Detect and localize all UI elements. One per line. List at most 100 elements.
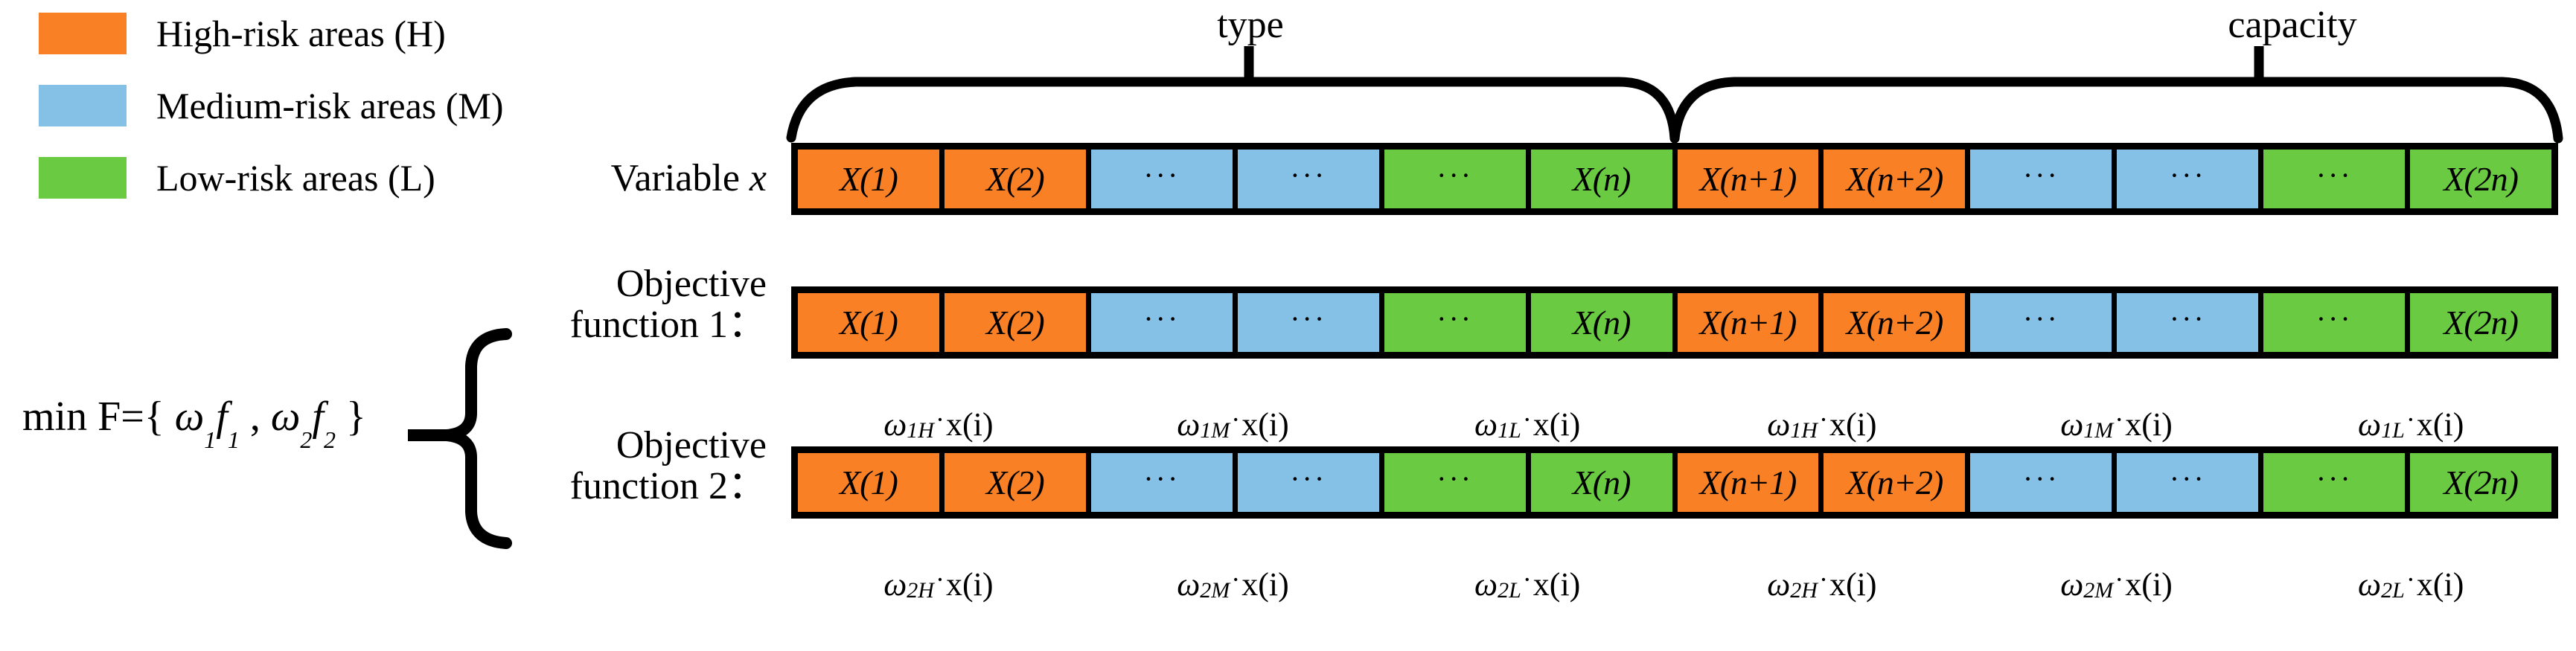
weight-operand: x(i) <box>2416 565 2464 603</box>
grid-cell: X(2n) <box>2410 150 2552 208</box>
weight-operand: x(i) <box>1829 565 1877 603</box>
legend-label-medium-risk: Medium-risk areas (M) <box>156 85 504 126</box>
multiply-dot-icon: · <box>2406 405 2415 434</box>
bracket-label-type: type <box>1217 4 1284 46</box>
grid-cell: ··· <box>1970 453 2118 512</box>
weight-omega: ω <box>2358 405 2382 443</box>
weight-omega: ω <box>1177 565 1201 603</box>
weight-subscript: 1L <box>2381 418 2405 443</box>
weight-omega: ω <box>2358 565 2382 603</box>
grid-cell: X(n) <box>1530 293 1678 352</box>
legend-swatch-high-risk <box>39 13 127 54</box>
weight-omega: ω <box>883 405 907 443</box>
omega-2: ω <box>270 394 301 440</box>
grid-cell: X(n+2) <box>1824 453 1971 512</box>
weight-omega: ω <box>1474 565 1498 603</box>
legend-label-low-risk: Low-risk areas (L) <box>156 157 435 199</box>
grid-cell: ··· <box>2117 150 2264 208</box>
grid-cell: X(2) <box>944 293 1091 352</box>
grid-cell: ··· <box>2117 453 2264 512</box>
f-1: f <box>216 394 228 440</box>
grid-row-variable: X(1)X(2)·········X(n)X(n+1)X(n+2)·······… <box>791 143 2558 215</box>
row-label-objective-2-line2: function 2： <box>569 464 767 507</box>
row-label-variable-text: Variable <box>610 157 750 199</box>
grid-cell: ··· <box>1384 150 1531 208</box>
weight-omega: ω <box>1177 405 1201 443</box>
row-label-variable: Variable x <box>417 158 767 199</box>
grid-cell: X(n+2) <box>1824 150 1971 208</box>
weight-subscript: 2L <box>2381 578 2405 603</box>
weight-operand: x(i) <box>2125 405 2173 443</box>
grid-cell: X(1) <box>798 453 945 512</box>
row-label-objective-1-line2: function 1： <box>569 303 767 346</box>
multiply-dot-icon: · <box>2115 405 2124 434</box>
f-2-subscript: 2 <box>323 426 336 454</box>
omega-1: ω <box>174 394 205 440</box>
legend: High-risk areas (H) Medium-risk areas (M… <box>39 6 504 222</box>
grid-cell: X(n+2) <box>1824 293 1971 352</box>
grid-cell: ··· <box>2263 150 2411 208</box>
weight-subscript: 1M <box>2083 418 2114 443</box>
weight-subscript: 1M <box>1200 418 1230 443</box>
weight-subscript: 2H <box>1790 578 1818 603</box>
weight-subscript: 2H <box>907 578 934 603</box>
grid-cell: X(n+1) <box>1677 453 1824 512</box>
grid-cell: ··· <box>1237 150 1384 208</box>
multiply-dot-icon: · <box>2115 565 2124 594</box>
multiply-dot-icon: · <box>1818 565 1828 594</box>
grid-cell: X(n) <box>1530 150 1678 208</box>
objective-expression-prefix: min F={ <box>22 394 175 440</box>
row-label-objective-2: Objective function 2： <box>417 424 767 507</box>
expression-separator: , <box>239 394 271 440</box>
omega-2-subscript: 2 <box>300 426 313 454</box>
weight-subscript: 1H <box>907 418 934 443</box>
weight-operand: x(i) <box>1533 405 1581 443</box>
omega-1-subscript: 1 <box>204 426 217 454</box>
grid-cell: X(2n) <box>2410 293 2552 352</box>
grid-cell: ··· <box>1090 293 1238 352</box>
grid-cell: ··· <box>1384 453 1531 512</box>
row-label-objective-1-line1: Objective <box>616 263 767 305</box>
weight-subscript: 2M <box>1200 578 1230 603</box>
legend-swatch-low-risk <box>39 157 127 199</box>
weight-operand: x(i) <box>945 405 994 443</box>
weight-omega: ω <box>1474 405 1498 443</box>
multiply-dot-icon: · <box>1231 565 1241 594</box>
legend-swatch-medium-risk <box>39 85 127 126</box>
grid-cell: X(1) <box>798 293 945 352</box>
weight-operand: x(i) <box>1241 565 1289 603</box>
grid-cell: X(n+1) <box>1677 293 1824 352</box>
weight-operand: x(i) <box>2416 405 2464 443</box>
grid-cell: ··· <box>1090 453 1238 512</box>
objective-expression-suffix: } <box>335 394 366 440</box>
row-label-objective-2-line1: Objective <box>616 424 767 466</box>
grid-cell: X(2) <box>944 150 1091 208</box>
weight-subscript: 1H <box>1790 418 1818 443</box>
weight-omega: ω <box>2060 565 2084 603</box>
weight-omega: ω <box>2060 405 2084 443</box>
grid-row-objective-1: X(1)X(2)·········X(n)X(n+1)X(n+2)·······… <box>791 286 2558 359</box>
multiply-dot-icon: · <box>2406 565 2415 594</box>
multiply-dot-icon: · <box>935 405 945 434</box>
row-label-variable-symbol: x <box>749 157 767 199</box>
legend-label-high-risk: High-risk areas (H) <box>156 13 446 54</box>
weight-operand: x(i) <box>945 565 994 603</box>
grid-cell: ··· <box>1090 150 1238 208</box>
weight-subscript: 2M <box>2083 578 2114 603</box>
grid-cell: X(1) <box>798 150 945 208</box>
legend-item: High-risk areas (H) <box>39 6 456 61</box>
grid-cell: X(2) <box>944 453 1091 512</box>
f-2: f <box>312 394 324 440</box>
grid-cell: ··· <box>1970 150 2118 208</box>
grid-cell: X(2n) <box>2410 453 2552 512</box>
